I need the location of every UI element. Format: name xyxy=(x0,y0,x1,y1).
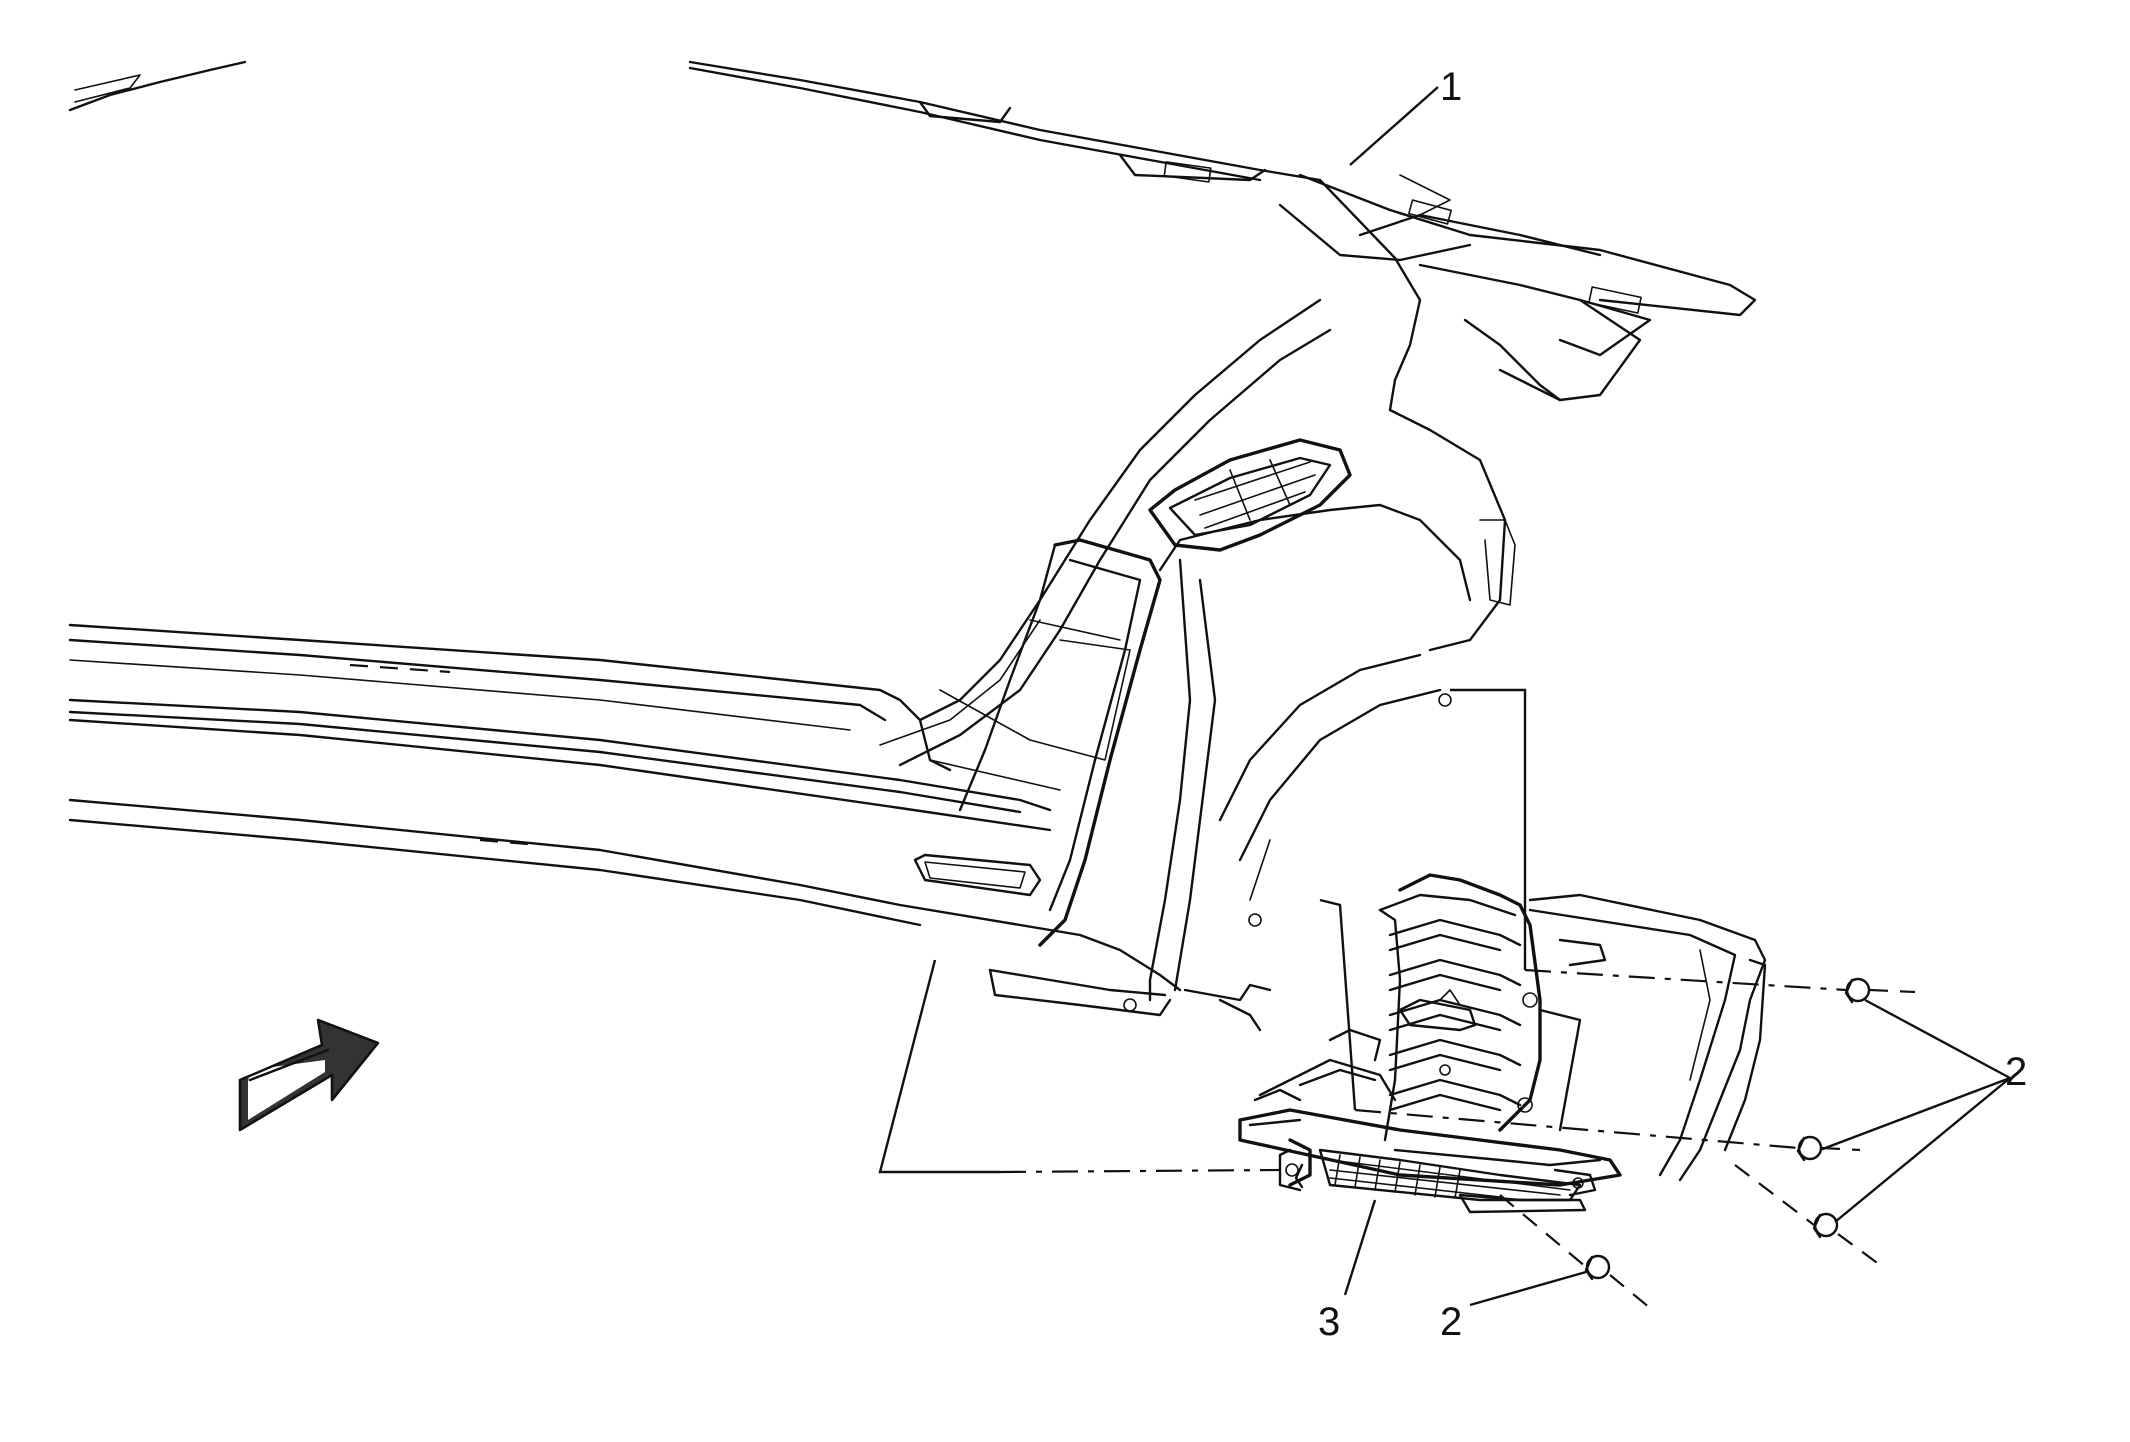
exploded-view-lines xyxy=(878,688,1916,1309)
fastener-middle xyxy=(1796,1135,1823,1162)
callout-2-bottom: 2 xyxy=(1440,1300,1462,1344)
callout-3: 3 xyxy=(1318,1300,1340,1344)
callout-leaders xyxy=(1343,86,2011,1307)
fastener-group xyxy=(1294,977,1871,1281)
callout-2-right: 2 xyxy=(2005,1050,2027,1094)
forward-arrow-icon xyxy=(238,1018,380,1132)
fastener-lower xyxy=(1584,1254,1611,1281)
fastener-right xyxy=(1812,1212,1839,1239)
fastener-left-clip xyxy=(1294,1163,1304,1189)
fastener-upper xyxy=(1844,977,1871,1004)
duct-module xyxy=(1238,873,1767,1214)
callout-1: 1 xyxy=(1440,65,1462,109)
headliner-panel xyxy=(68,60,1757,1032)
